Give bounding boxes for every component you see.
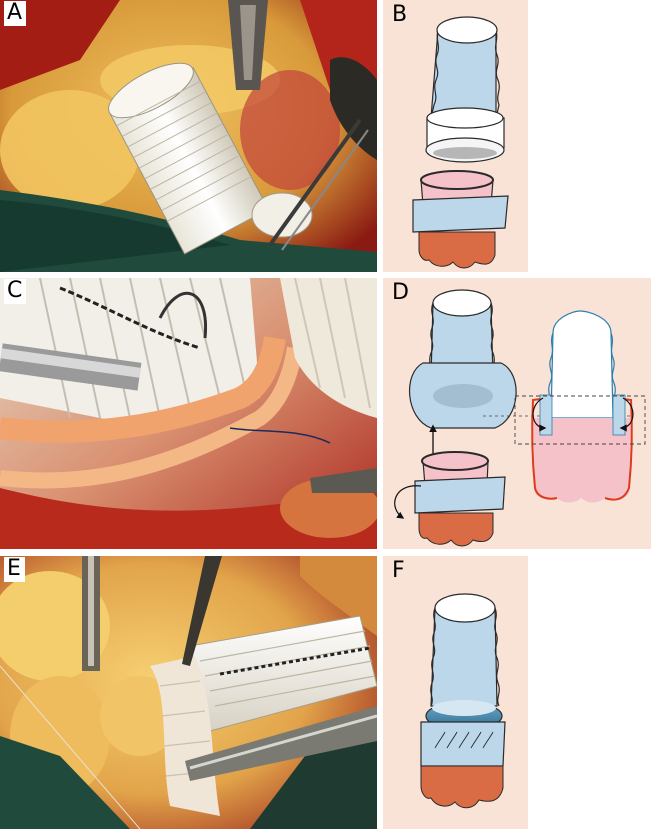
panel-a-photo: A xyxy=(0,0,377,272)
panel-b-diagram: B xyxy=(383,0,528,272)
graft-diagram-b xyxy=(383,0,528,272)
graft-diagram-f xyxy=(383,556,528,829)
panel-d-diagram: D xyxy=(383,278,651,549)
graft-diagram-d xyxy=(383,278,651,549)
surgical-photo-c xyxy=(0,278,377,549)
panel-e-label: E xyxy=(4,557,25,582)
panel-b-label: B xyxy=(392,2,408,27)
panel-c-photo: C xyxy=(0,278,377,549)
surgical-photo-a xyxy=(0,0,377,272)
panel-f-diagram: F xyxy=(383,556,528,829)
panel-a-label: A xyxy=(4,1,27,26)
panel-e-photo: E xyxy=(0,556,377,829)
surgical-photo-e xyxy=(0,556,377,829)
panel-f-label: F xyxy=(392,558,405,583)
panel-c-label: C xyxy=(4,279,27,304)
panel-d-label: D xyxy=(392,280,409,305)
